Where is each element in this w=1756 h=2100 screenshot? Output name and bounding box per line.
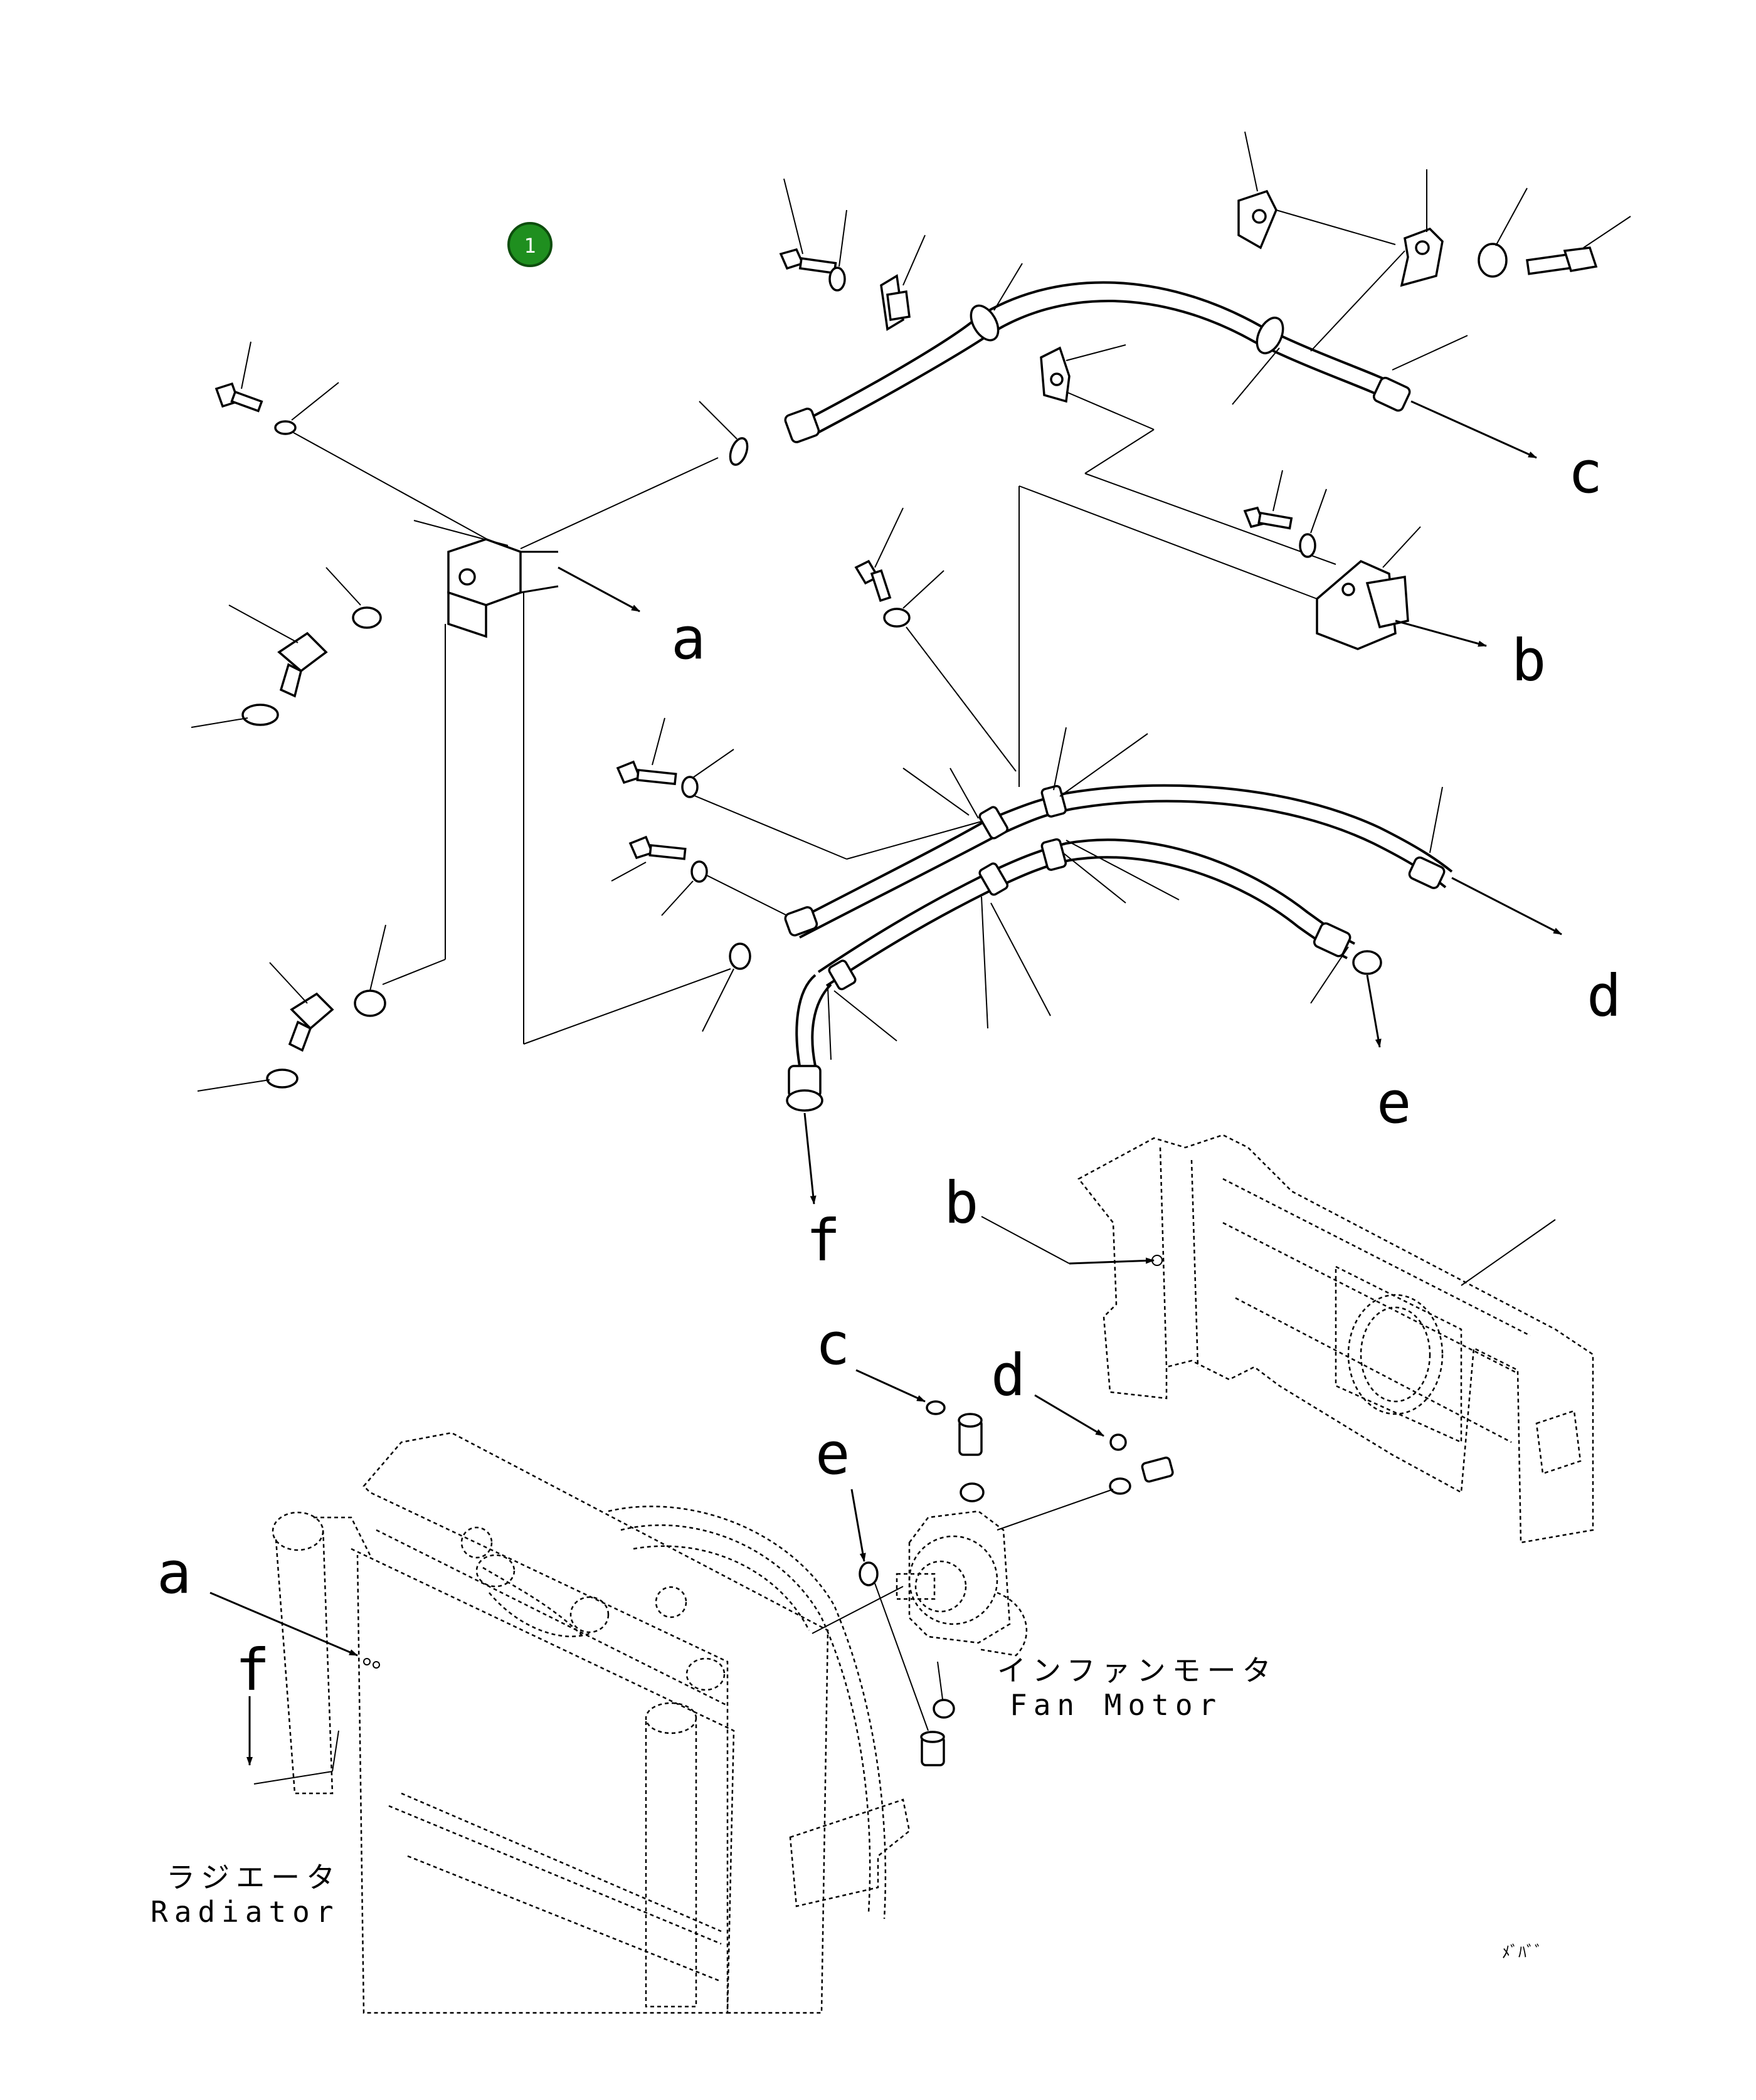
washer-icon <box>1299 533 1316 558</box>
elbow-fitting-icon <box>277 631 328 698</box>
o-ring-icon <box>266 1068 299 1089</box>
hose-fitting-icon <box>1372 376 1411 412</box>
o-ring-icon <box>1109 1477 1131 1495</box>
upper-hose-assembly <box>779 131 1631 787</box>
fan-motor-label-en: Fan Motor <box>1010 1688 1222 1722</box>
arrow-a-radiator <box>209 1591 358 1657</box>
fan-motor-assembly <box>812 1369 1174 1766</box>
callout-e-motor: e <box>815 1420 850 1487</box>
fan-motor-label-jp: インファンモータ <box>997 1654 1277 1687</box>
footer-mark: ﾒﾞﾊﾞﾞ <box>1502 1943 1543 1962</box>
o-ring-icon <box>241 704 279 726</box>
left-bracket-assembly <box>191 341 751 1092</box>
callout-a-radiator: a <box>157 1539 191 1607</box>
fan-motor-icon <box>896 1510 1028 1657</box>
arrow-to-f <box>803 1112 817 1205</box>
washer-icon <box>828 266 846 292</box>
hose-fitting-icon <box>784 408 820 443</box>
clip-icon <box>880 274 911 331</box>
hose-fitting-icon <box>786 1065 823 1112</box>
bolt-icon <box>628 835 687 860</box>
washer-icon <box>690 860 708 883</box>
clamp-icon <box>1400 227 1444 287</box>
mount-bracket-icon <box>1316 559 1409 650</box>
hose-sleeve-icon <box>1256 317 1284 354</box>
o-ring-icon <box>729 942 751 970</box>
callout-d-motor: d <box>991 1342 1025 1409</box>
callout-c-motor: c <box>815 1311 850 1378</box>
radiator-upper-hose <box>475 1554 610 1638</box>
arrow-b-frame <box>1069 1257 1155 1265</box>
o-ring-icon <box>859 1561 879 1586</box>
mounting-frame <box>1077 1134 1594 1544</box>
o-ring-icon <box>354 989 386 1017</box>
bolt-icon <box>616 760 677 786</box>
radiator-outlet-pipe <box>645 1702 697 2008</box>
washer-icon <box>1478 243 1508 278</box>
o-ring-icon <box>933 1699 955 1719</box>
adapter-fitting-icon <box>958 1413 983 1456</box>
o-ring-icon <box>960 1482 985 1502</box>
bolt-icon <box>854 559 892 603</box>
washer-icon <box>274 420 297 435</box>
adapter-fitting-icon <box>1141 1456 1174 1483</box>
clamp-icon <box>1040 346 1071 403</box>
radiator-assembly <box>209 1432 911 2014</box>
bolt-icon <box>1243 506 1293 530</box>
washer-icon <box>883 608 911 628</box>
clamp-icon <box>1237 189 1277 250</box>
hose-fitting-icon <box>784 906 818 937</box>
arrow-to-e <box>1366 974 1382 1048</box>
bolt-icon <box>779 248 837 275</box>
hose-sleeve-icon <box>970 304 1000 342</box>
elbow-fitting-icon <box>288 992 334 1052</box>
callout-d: d <box>1587 963 1621 1030</box>
callout-a: a <box>671 605 706 672</box>
arrow-to-a <box>558 566 640 613</box>
radiator-inlet-pipe <box>272 1511 371 1795</box>
arrow-to-d <box>1451 877 1562 936</box>
adapter-fitting-icon <box>920 1731 945 1766</box>
o-ring-icon <box>926 1400 946 1415</box>
callout-e: e <box>1377 1069 1411 1136</box>
hose-sleeve-icon <box>828 784 1067 991</box>
callout-f-radiator: f <box>235 1637 270 1704</box>
o-ring-icon <box>1109 1433 1127 1451</box>
arrow-c-motor <box>855 1369 926 1403</box>
callout-b-frame: b <box>944 1169 978 1237</box>
washer-icon <box>681 776 699 798</box>
o-ring-icon <box>729 437 749 466</box>
item-number-badge[interactable]: 1 <box>507 222 553 267</box>
bolt-icon <box>1526 246 1598 275</box>
arrow-to-b <box>1395 620 1487 647</box>
arrow-d-motor <box>1034 1394 1104 1437</box>
radiator-label-jp: ラジエータ <box>166 1860 341 1894</box>
callout-c: c <box>1568 439 1602 506</box>
radiator-label-en: Radiator <box>151 1895 340 1929</box>
arrow-to-c <box>1410 400 1537 459</box>
o-ring-icon <box>352 606 382 629</box>
bolt-icon <box>214 382 263 413</box>
clamp-block-icon <box>447 538 559 638</box>
lower-hose-assembly <box>611 507 1562 1205</box>
hose-fitting-icon <box>1313 922 1382 975</box>
hose-fitting-icon <box>1408 856 1446 889</box>
callout-b: b <box>1511 627 1546 694</box>
arrow-e-motor <box>850 1489 866 1562</box>
item-number-text: 1 <box>524 234 536 258</box>
callout-f: f <box>806 1207 840 1274</box>
